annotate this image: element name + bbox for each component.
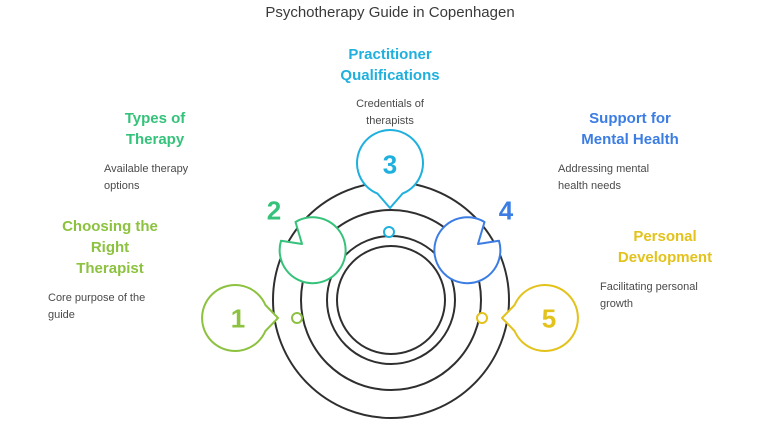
item-5-desc-line-1: Facilitating personal	[600, 281, 698, 293]
item-5-desc-line-2: growth	[600, 298, 634, 310]
item-3-desc-line-1: Credentials of	[356, 98, 424, 110]
callout-number-4: 4	[499, 196, 514, 226]
item-4-title-line-1: Support for	[589, 110, 671, 127]
item-4-desc-line-2: health needs	[558, 180, 621, 192]
item-2-description: Available therapy options	[104, 161, 244, 195]
item-4-description: Addressing mental health needs	[558, 161, 708, 195]
callout-number-2: 2	[267, 196, 281, 226]
item-3-title-line-2: Qualifications	[340, 67, 440, 84]
node-dot-1	[291, 312, 303, 324]
callout-number-3: 3	[383, 150, 397, 180]
item-1-desc-line-1: Core purpose of the	[48, 292, 146, 304]
item-5-title-line-2: Development	[617, 249, 713, 266]
item-3-title: Practitioner Qualifications	[305, 44, 475, 86]
item-1-title-line-1: Choosing the	[62, 218, 158, 235]
diagram-title: Psychotherapy Guide in Copenhagen	[265, 4, 515, 21]
item-3-title-line-1: Practitioner	[348, 46, 432, 63]
callout-number-5: 5	[542, 304, 556, 334]
item-3-desc-line-2: therapists	[366, 115, 414, 127]
second-ring	[300, 209, 482, 391]
node-dot-3	[383, 226, 395, 238]
item-5-title: Personal Development	[590, 226, 740, 268]
item-2-desc-line-2: options	[104, 180, 140, 192]
item-4-title: Support for Mental Health	[550, 108, 710, 150]
item-2-title-line-1: Types of	[124, 110, 186, 127]
callout-number-1: 1	[231, 304, 245, 334]
item-1-title-line-3: Therapist	[76, 260, 144, 277]
item-1-desc-line-2: guide	[48, 309, 75, 321]
callout-bubble-3: 3	[356, 129, 424, 209]
inner-ring	[336, 245, 446, 355]
item-1-title-line-2: Right	[90, 239, 130, 256]
item-2-title: Types of Therapy	[85, 108, 225, 150]
item-5-title-line-1: Personal	[633, 228, 697, 245]
item-1-title: Choosing the Right Therapist	[30, 216, 190, 279]
node-dot-5	[476, 312, 488, 324]
callout-bubble-4: 4	[433, 196, 514, 285]
item-2-title-line-2: Therapy	[125, 131, 185, 148]
callout-bubble-1: 1	[201, 284, 279, 352]
callout-bubble-2: 2	[267, 196, 347, 285]
item-1-description: Core purpose of the guide	[48, 290, 198, 324]
item-2-desc-line-1: Available therapy	[104, 163, 189, 175]
item-3-description: Credentials of therapists	[320, 96, 460, 130]
item-4-title-line-2: Mental Health	[581, 131, 679, 148]
item-4-desc-line-1: Addressing mental	[558, 163, 650, 175]
item-5-description: Facilitating personal growth	[600, 279, 760, 313]
callout-bubble-5: 5	[501, 284, 579, 352]
